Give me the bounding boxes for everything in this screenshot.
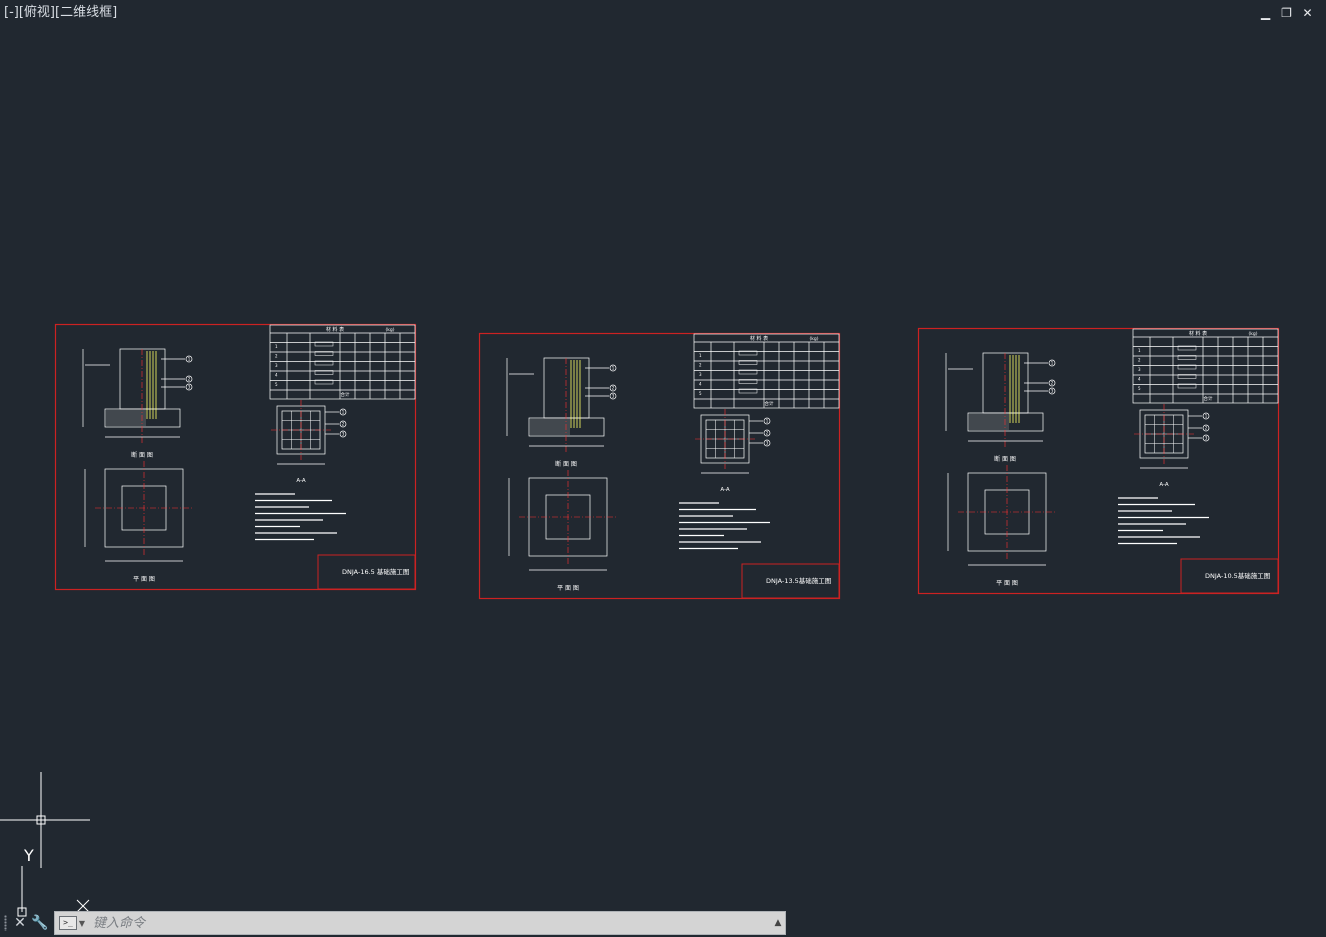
table-cell: 3 [275,363,278,368]
marker-number: 2 [188,377,191,382]
table-cell: 5 [275,382,278,387]
chevron-down-icon[interactable]: ▼ [78,918,86,928]
minimize-icon[interactable]: ▁ [1260,6,1271,20]
sheet-3: DNJA-10.5基础施工图 材 料 表 (kg) 合计 1 2 3 4 5 1 2 3 断 面 图平 … [917,327,1280,595]
table-total-label: 合计 [341,391,350,398]
elevation-label: 断 面 图 [131,451,153,459]
marker-number: 3 [766,441,769,446]
table-cell: 3 [699,372,702,377]
table-heading: 材 料 表 [326,326,344,333]
table-cell: 2 [1138,358,1141,363]
marker-number: 3 [612,394,615,399]
title-block-text: DNJA-13.5基础施工图 [766,576,831,585]
table-cell: 5 [1138,386,1141,391]
prompt-icon[interactable]: >_ [59,916,77,930]
marker-number: 1 [612,366,615,371]
plan-label: 平 面 图 [996,580,1018,587]
section-label: A-A [1159,482,1169,488]
visual-style-menu[interactable]: [二维线框] [55,5,118,20]
marker-number: 1 [188,357,191,362]
restore-icon[interactable]: ❐ [1281,6,1292,20]
table-cell: 3 [1138,367,1141,372]
sheet-2: DNJA-13.5基础施工图 材 料 表 (kg) 合计 1 2 3 4 5 1 2 3 断 面 图平 … [478,332,841,600]
table-heading: 材 料 表 [1189,330,1207,337]
chevron-up-icon[interactable]: ▲ [774,918,782,928]
table-total-label: 合计 [765,400,774,407]
command-input[interactable] [87,912,771,934]
command-line-grip[interactable] [0,911,10,935]
section-label: A-A [296,478,306,484]
table-cell: 1 [1138,348,1141,353]
plan-label: 平 面 图 [133,576,155,583]
table-unit: (kg) [386,327,395,333]
table-cell: 2 [699,363,702,368]
section-label: A-A [720,487,730,493]
table-cell: 4 [1138,377,1141,382]
view-cube-menu[interactable]: [俯视] [18,5,55,20]
marker-number: 3 [188,385,191,390]
table-cell: 1 [275,344,278,349]
marker-number: 1 [766,419,769,424]
viewport-controls-label: [-][俯视][二维线框] [4,4,117,22]
elevation-label: 断 面 图 [555,460,577,468]
drawing-sheets[interactable]: DNJA-16.5 基础施工图 材 料 表 (kg) 合计 1 2 3 4 5 1 2 3 断 面 图平… [0,0,1326,900]
table-cell: 1 [699,353,702,358]
table-unit: (kg) [1249,331,1258,337]
plan-label: 平 面 图 [557,585,579,592]
viewport-menu-toggle[interactable]: [-] [4,5,19,20]
marker-number: 2 [612,386,615,391]
marker-number: 3 [342,432,345,437]
table-unit: (kg) [810,336,819,342]
marker-number: 3 [1205,436,1208,441]
marker-number: 1 [1205,414,1208,419]
marker-number: 3 [1051,389,1054,394]
marker-number: 1 [1051,361,1054,366]
sheet-1: DNJA-16.5 基础施工图 材 料 表 (kg) 合计 1 2 3 4 5 1 2 3 断 面 图平… [54,323,417,591]
title-block-text: DNJA-10.5基础施工图 [1205,571,1270,580]
table-heading: 材 料 表 [750,335,768,342]
command-input-box: >_ ▼ ▲ [54,911,786,935]
table-cell: 5 [699,391,702,396]
close-icon[interactable]: ✕ [14,915,26,931]
title-block-text: DNJA-16.5 基础施工图 [342,567,409,576]
marker-number: 2 [766,431,769,436]
table-total-label: 合计 [1204,395,1213,402]
table-cell: 4 [275,373,278,378]
wrench-icon[interactable]: 🔧 [31,915,49,931]
marker-number: 2 [342,422,345,427]
elevation-label: 断 面 图 [994,455,1016,463]
ucs-y-label: Y [23,846,34,865]
marker-number: 2 [1205,426,1208,431]
marker-number: 2 [1051,381,1054,386]
table-cell: 2 [275,354,278,359]
marker-number: 1 [342,410,345,415]
window-controls: ▁ ❐ ✕ [1259,7,1314,20]
table-cell: 4 [699,382,702,387]
command-line: ✕ 🔧 >_ ▼ ▲ [0,911,786,935]
close-icon[interactable]: ✕ [1302,6,1313,20]
ucs-icon: Y [0,772,90,917]
